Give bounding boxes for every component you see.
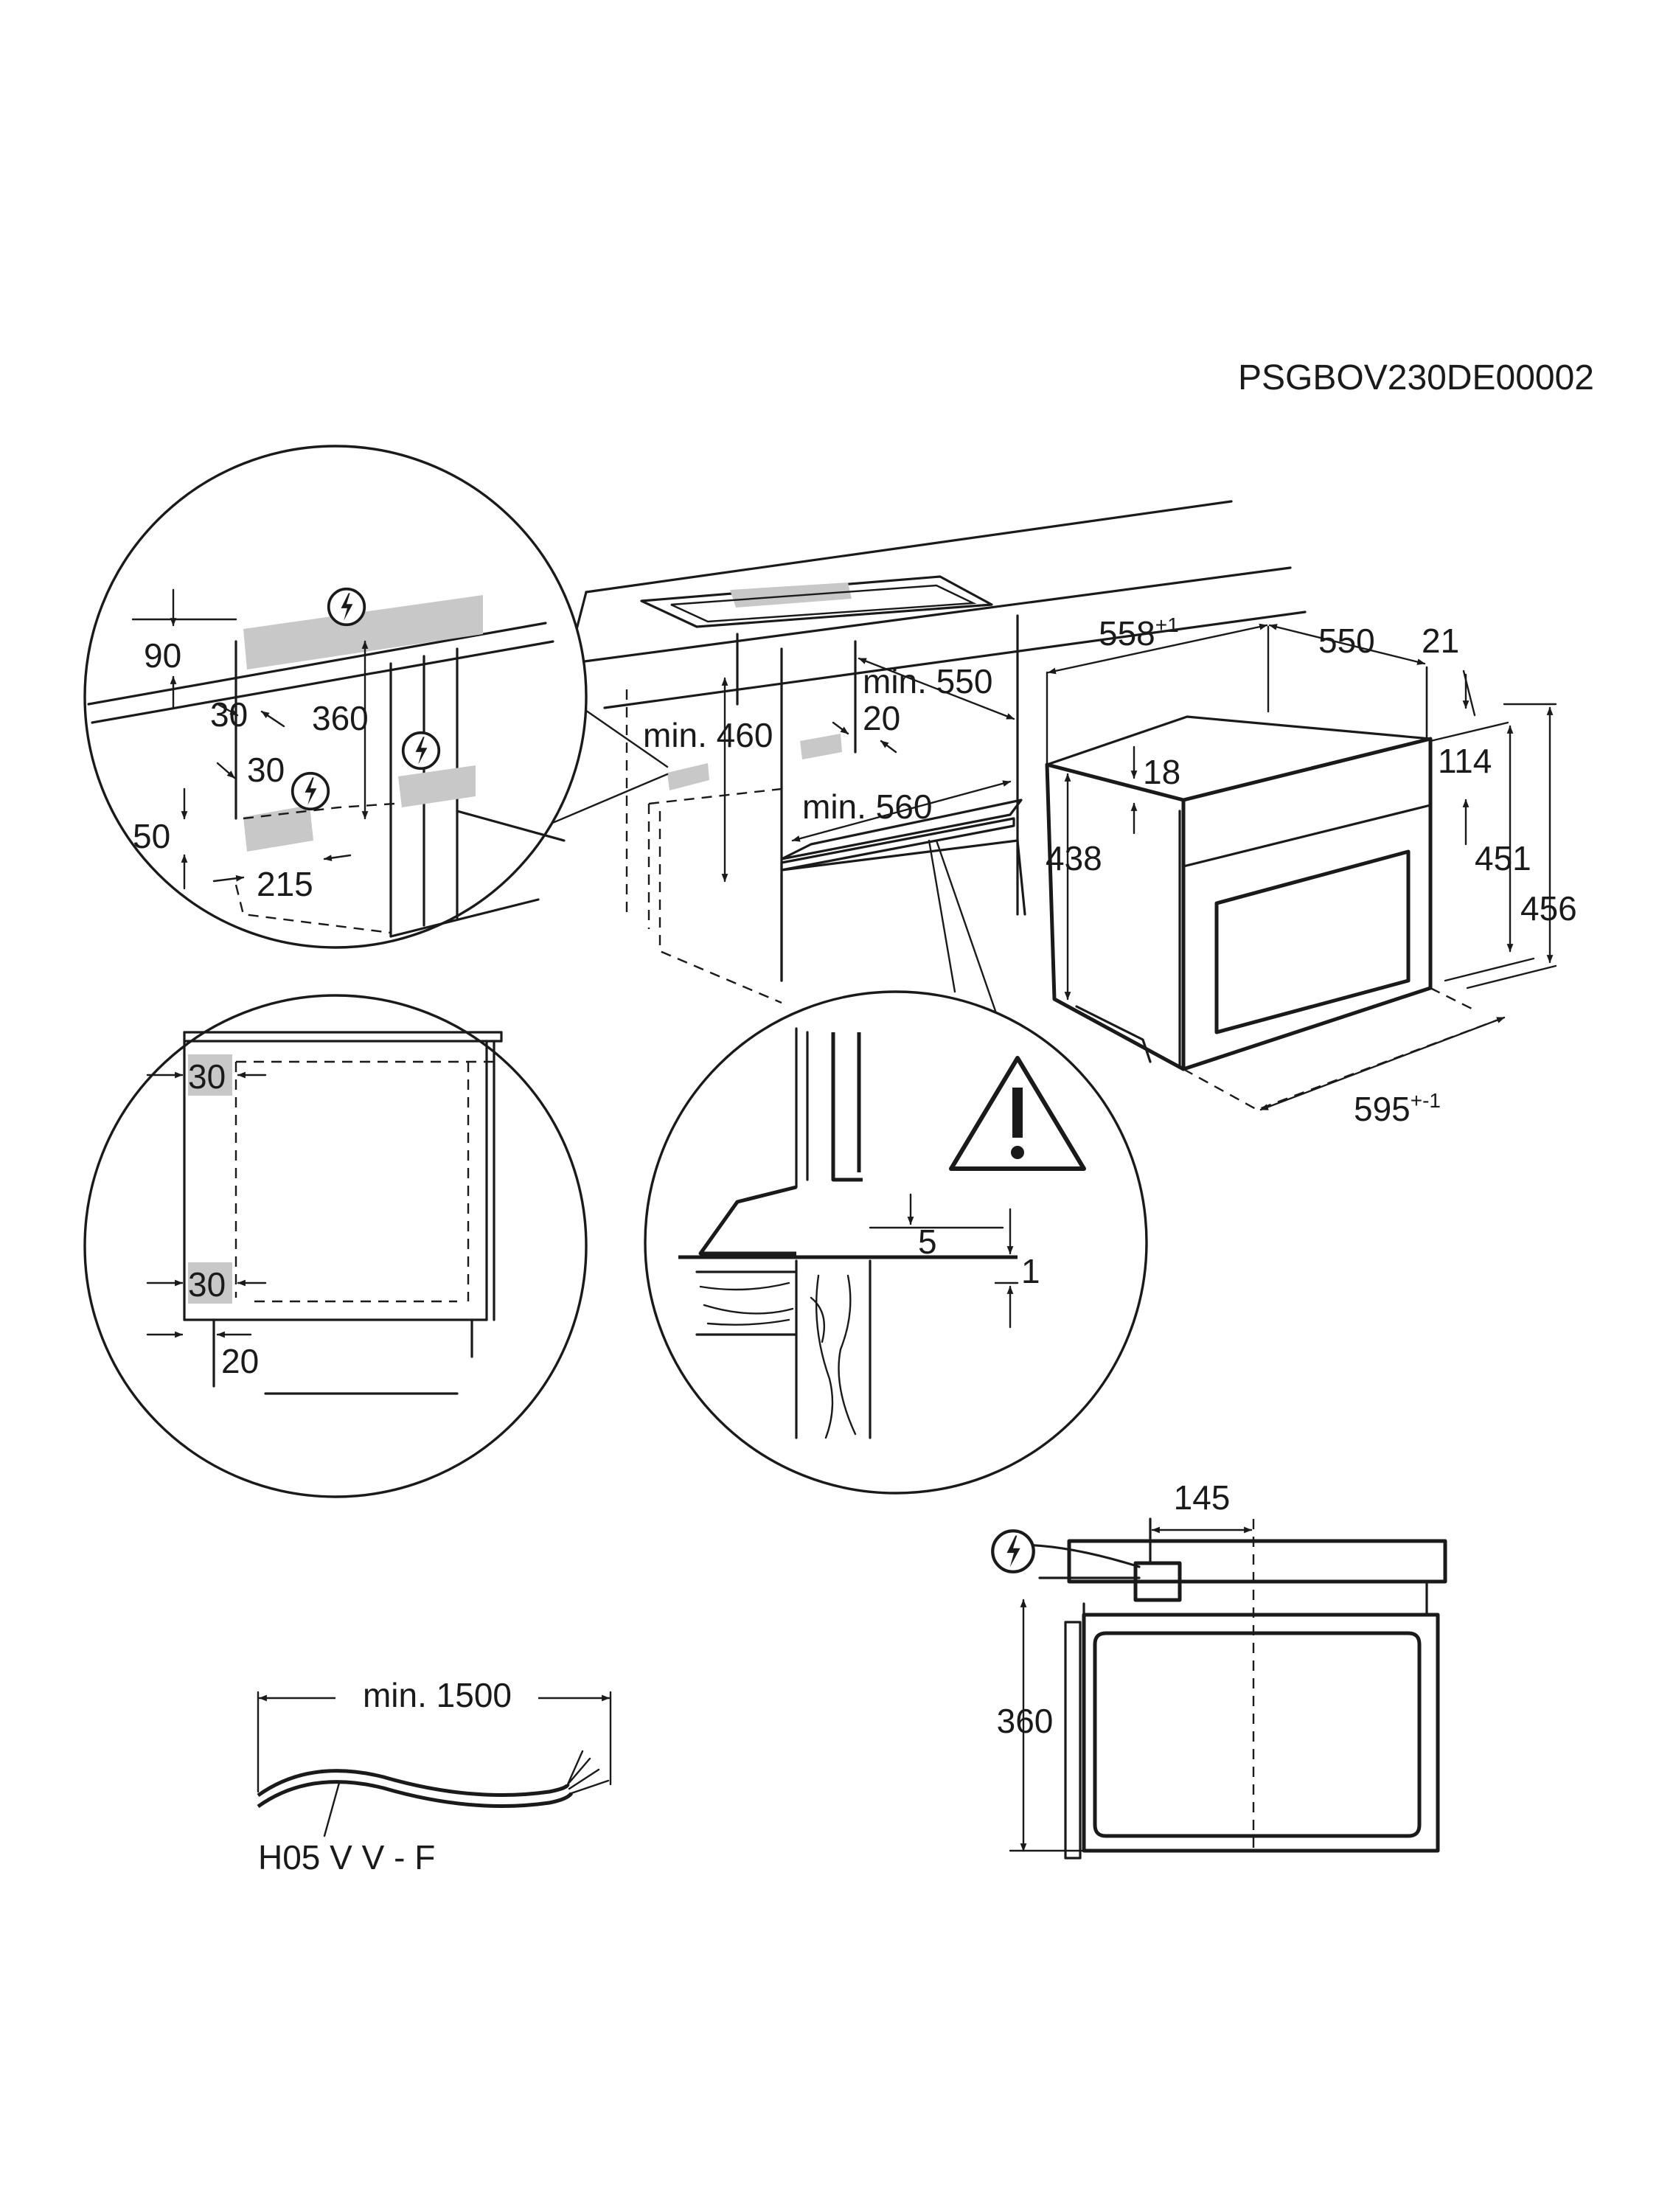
dim-558: 558+1 [1099, 613, 1179, 653]
dim-550: 550 [1318, 622, 1375, 660]
dim-20-side: 20 [221, 1342, 259, 1380]
hob-cutout [640, 575, 993, 628]
dim-595: 595+-1 [1354, 1089, 1441, 1128]
dim-30-bottom: 30 [188, 1265, 226, 1304]
warning-triangle-icon [949, 1056, 1086, 1171]
dim-min-560-arrow [791, 780, 1012, 842]
electric-connection-icon [291, 771, 330, 811]
dim-438: 438 [1046, 839, 1102, 877]
dim-30-top: 30 [188, 1057, 226, 1096]
dim-145: 145 [1174, 1478, 1231, 1517]
dim-18: 18 [1143, 753, 1180, 791]
power-cable: min. 1500 H05 V V - F [257, 1676, 612, 1877]
dim-min-460: min. 460 [643, 716, 773, 754]
kitchen-cabinet-view: min. 460 min. 550 20 min. 560 [544, 500, 1307, 1034]
dim-456: 456 [1520, 889, 1577, 928]
detail-circle-front-gap: 5 1 [644, 990, 1148, 1495]
electric-connection-icon [992, 1531, 1033, 1571]
dim-215: 215 [257, 865, 313, 903]
dim-20-arrow [832, 721, 849, 735]
document-code: PSGBOV230DE00002 [1238, 358, 1594, 397]
dim-1: 1 [1021, 1252, 1040, 1290]
dim-min-550: min. 550 [863, 662, 992, 700]
oven-window [1214, 849, 1411, 1034]
dim-30-lower: 30 [247, 751, 285, 789]
oven-cavity [1093, 1631, 1422, 1838]
dim-21: 21 [1422, 622, 1459, 660]
electric-connection-icon [327, 587, 366, 627]
dim-558-arrow [1047, 623, 1268, 675]
cable-type: H05 V V - F [258, 1838, 435, 1877]
dim-min-550-arrow [858, 657, 1015, 720]
dim-50: 50 [133, 817, 170, 855]
dim-20: 20 [863, 699, 900, 737]
appliance-view: 595+-1 558+1 550 21 18 438 114 451 456 [1045, 613, 1577, 1128]
detail-circle-side-clearance: 30 30 20 [83, 994, 588, 1498]
dim-595-arrow [1259, 1016, 1506, 1111]
dim-5: 5 [918, 1222, 937, 1261]
dim-90: 90 [144, 636, 181, 675]
dim-360: 360 [312, 699, 369, 737]
rear-view: 145 360 [992, 1478, 1447, 1860]
dim-30-upper: 30 [210, 695, 248, 734]
electric-connection-icon [401, 731, 441, 771]
dim-550-arrow [1268, 624, 1426, 665]
dim-min-560: min. 560 [802, 787, 932, 826]
dim-114: 114 [1438, 742, 1492, 780]
cable-length: min. 1500 [363, 1676, 512, 1714]
dim-360-rear: 360 [997, 1702, 1054, 1740]
detail-circle-electrical: 90 30 360 30 50 215 [83, 445, 588, 949]
dim-451: 451 [1475, 839, 1531, 877]
